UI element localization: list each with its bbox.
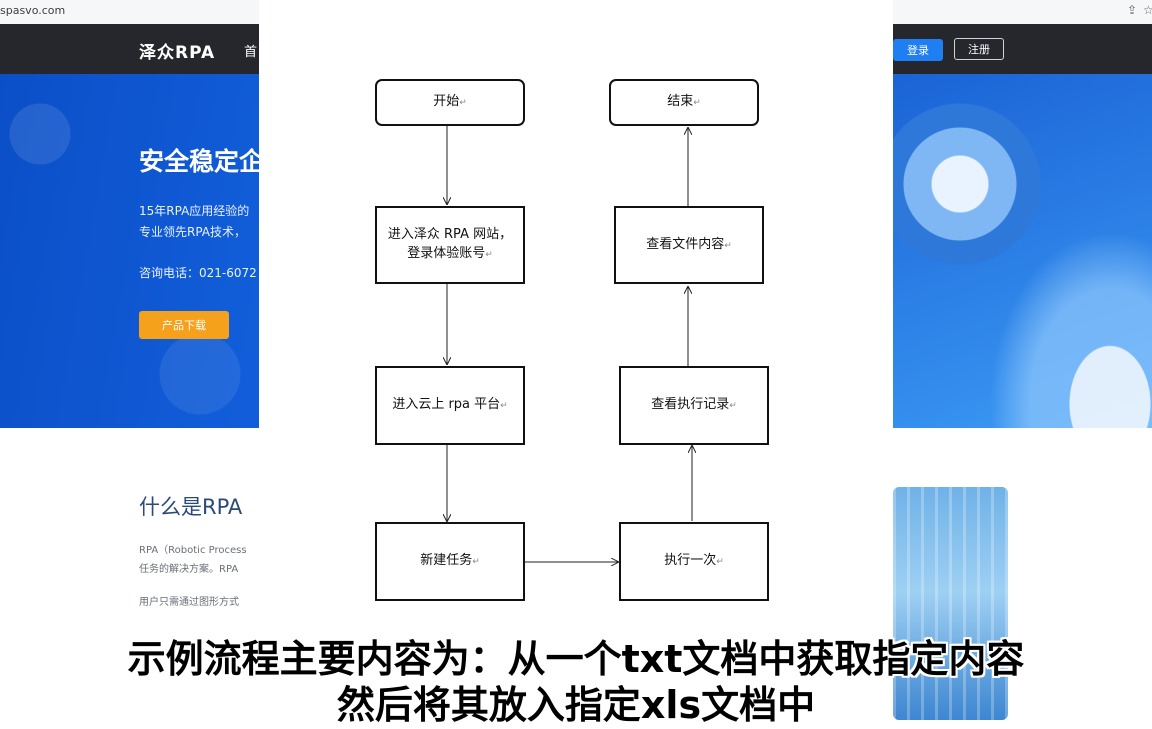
- flow-node-run-once: 执行一次↵: [619, 522, 769, 601]
- flowchart-connectors: [259, 125, 893, 720]
- return-mark: ↵: [485, 250, 493, 260]
- subtitle-line2: 然后将其放入指定xls文档中: [336, 683, 816, 727]
- bookmark-star-icon[interactable]: ☆: [1143, 3, 1152, 17]
- flow-node-view-log: 查看执行记录↵: [619, 366, 769, 445]
- return-mark: ↵: [693, 98, 701, 109]
- address-url[interactable]: spasvo.com: [0, 4, 66, 17]
- hero-pattern: [0, 74, 260, 428]
- site-logo[interactable]: 泽众RPA: [139, 43, 216, 63]
- return-mark: ↵: [724, 240, 732, 251]
- flow-node-enter-cloud: 进入云上 rpa 平台↵: [375, 366, 525, 445]
- subtitle-line1: 示例流程主要内容为：从一个txt文档中获取指定内容: [127, 637, 1025, 681]
- flow-node-start: 开始↵: [375, 79, 525, 126]
- return-mark: ↵: [729, 401, 737, 412]
- return-mark: ↵: [716, 557, 724, 568]
- return-mark: ↵: [500, 401, 508, 412]
- hero-title: 安全稳定企: [139, 147, 265, 176]
- flow-node-new-task: 新建任务↵: [375, 522, 525, 601]
- login-button[interactable]: 登录: [893, 39, 943, 61]
- return-mark: ↵: [472, 557, 480, 568]
- section-text: RPA（Robotic Process: [139, 545, 247, 556]
- hero-robot-image: [880, 74, 1152, 428]
- product-download-button[interactable]: 产品下载: [139, 311, 229, 339]
- share-icon[interactable]: ⇪: [1127, 3, 1138, 17]
- hero-description-line1: 15年RPA应用经验的: [139, 204, 250, 218]
- section-side-image: [893, 487, 1008, 720]
- flow-node-view-file: 查看文件内容↵: [614, 206, 764, 284]
- section-text: 用户只需通过图形方式: [139, 597, 239, 608]
- hero-description-line2: 专业领先RPA技术，: [139, 225, 247, 239]
- flowchart-overlay: 开始↵ 进入泽众 RPA 网站， 登录体验账号↵ 进入云上 rpa 平台↵ 新建…: [259, 0, 893, 720]
- hero-phone: 咨询电话：021-6072: [139, 266, 257, 280]
- section-text: 任务的解决方案。RPA: [139, 564, 239, 575]
- return-mark: ↵: [459, 98, 467, 109]
- section-title: 什么是RPA: [139, 495, 243, 519]
- flow-node-end: 结束↵: [609, 79, 759, 126]
- flow-node-enter-site: 进入泽众 RPA 网站， 登录体验账号↵: [375, 206, 525, 284]
- nav-home-link[interactable]: 首: [244, 45, 258, 60]
- register-button[interactable]: 注册: [954, 38, 1004, 60]
